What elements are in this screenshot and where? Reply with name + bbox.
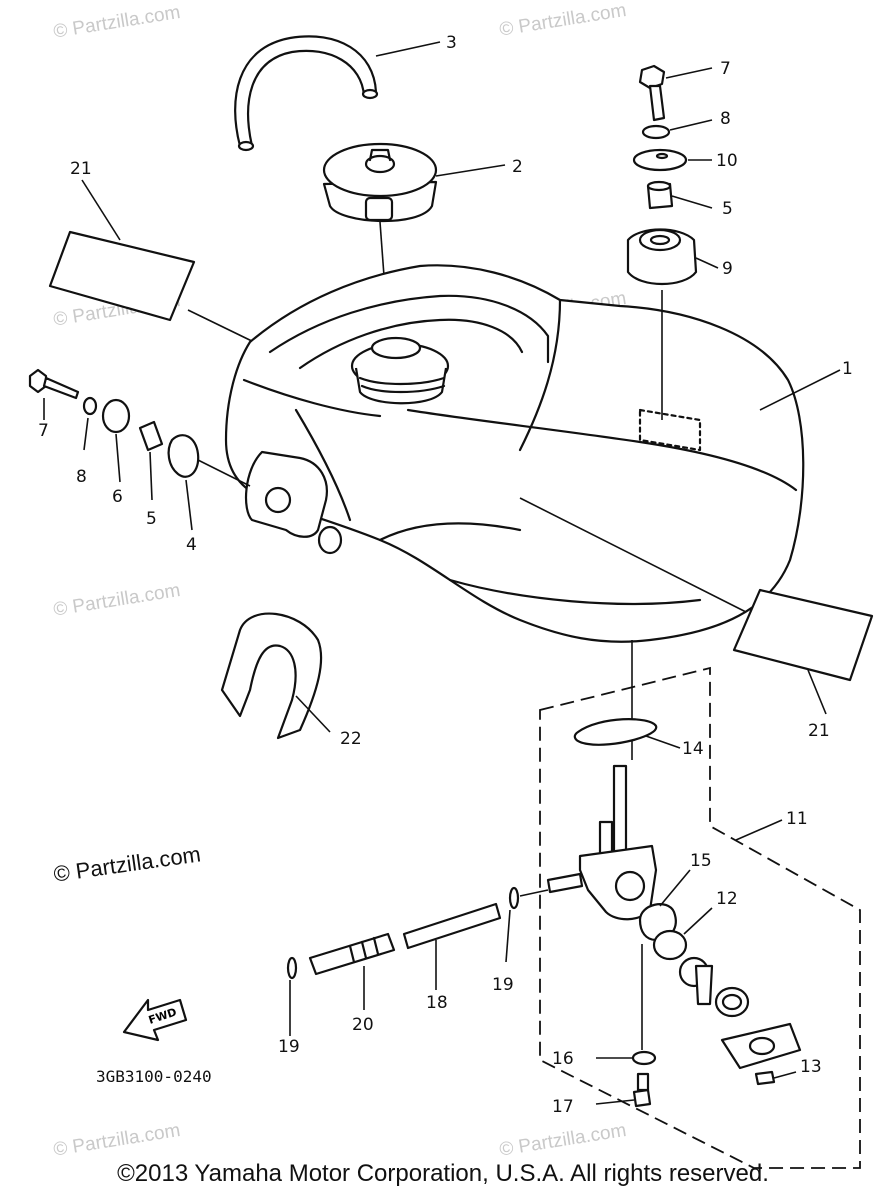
- callout-17: 17: [552, 1097, 574, 1117]
- sticker-left: [48, 179, 261, 346]
- callout-7: 7: [720, 59, 731, 79]
- callout-10: 10: [716, 151, 738, 171]
- callout-21: 21: [808, 721, 830, 741]
- sticker-right: [519, 497, 874, 715]
- fuel-cock-assembly: [539, 640, 861, 1169]
- callout-14: 14: [682, 739, 704, 759]
- callout-7: 7: [38, 421, 49, 441]
- callout-19: 19: [278, 1037, 300, 1057]
- diagram-code: 3GB3100-0240: [96, 1067, 212, 1086]
- callout-20: 20: [352, 1015, 374, 1035]
- callout-5: 5: [146, 509, 157, 529]
- callout-12: 12: [716, 889, 738, 909]
- callout-9: 9: [722, 259, 733, 279]
- callout-21: 21: [70, 159, 92, 179]
- callout-8: 8: [720, 109, 731, 129]
- callout-6: 6: [112, 487, 123, 507]
- copyright: ©2013 Yamaha Motor Corporation, U.S.A. A…: [117, 1160, 769, 1187]
- callout-2: 2: [512, 157, 523, 177]
- mount-hardware-right: [626, 64, 719, 420]
- callout-22: 22: [340, 729, 362, 749]
- callout-11: 11: [786, 809, 808, 829]
- callout-13: 13: [800, 1057, 822, 1077]
- callout-4: 4: [186, 535, 197, 555]
- forward-arrow-icon: FWD: [122, 998, 188, 1042]
- callout-3: 3: [446, 33, 457, 53]
- callout-16: 16: [552, 1049, 574, 1069]
- callout-18: 18: [426, 993, 448, 1013]
- callout-8: 8: [76, 467, 87, 487]
- hose-clip: [220, 612, 331, 740]
- breather-hose: [234, 35, 441, 152]
- callout-19: 19: [492, 975, 514, 995]
- callout-5: 5: [722, 199, 733, 219]
- callout-15: 15: [690, 851, 712, 871]
- fuel-line: [286, 886, 549, 1036]
- fuel-tank: [224, 264, 841, 643]
- callout-1: 1: [842, 359, 853, 379]
- fuel-cap: [322, 142, 506, 331]
- mount-hardware-left: [28, 368, 251, 531]
